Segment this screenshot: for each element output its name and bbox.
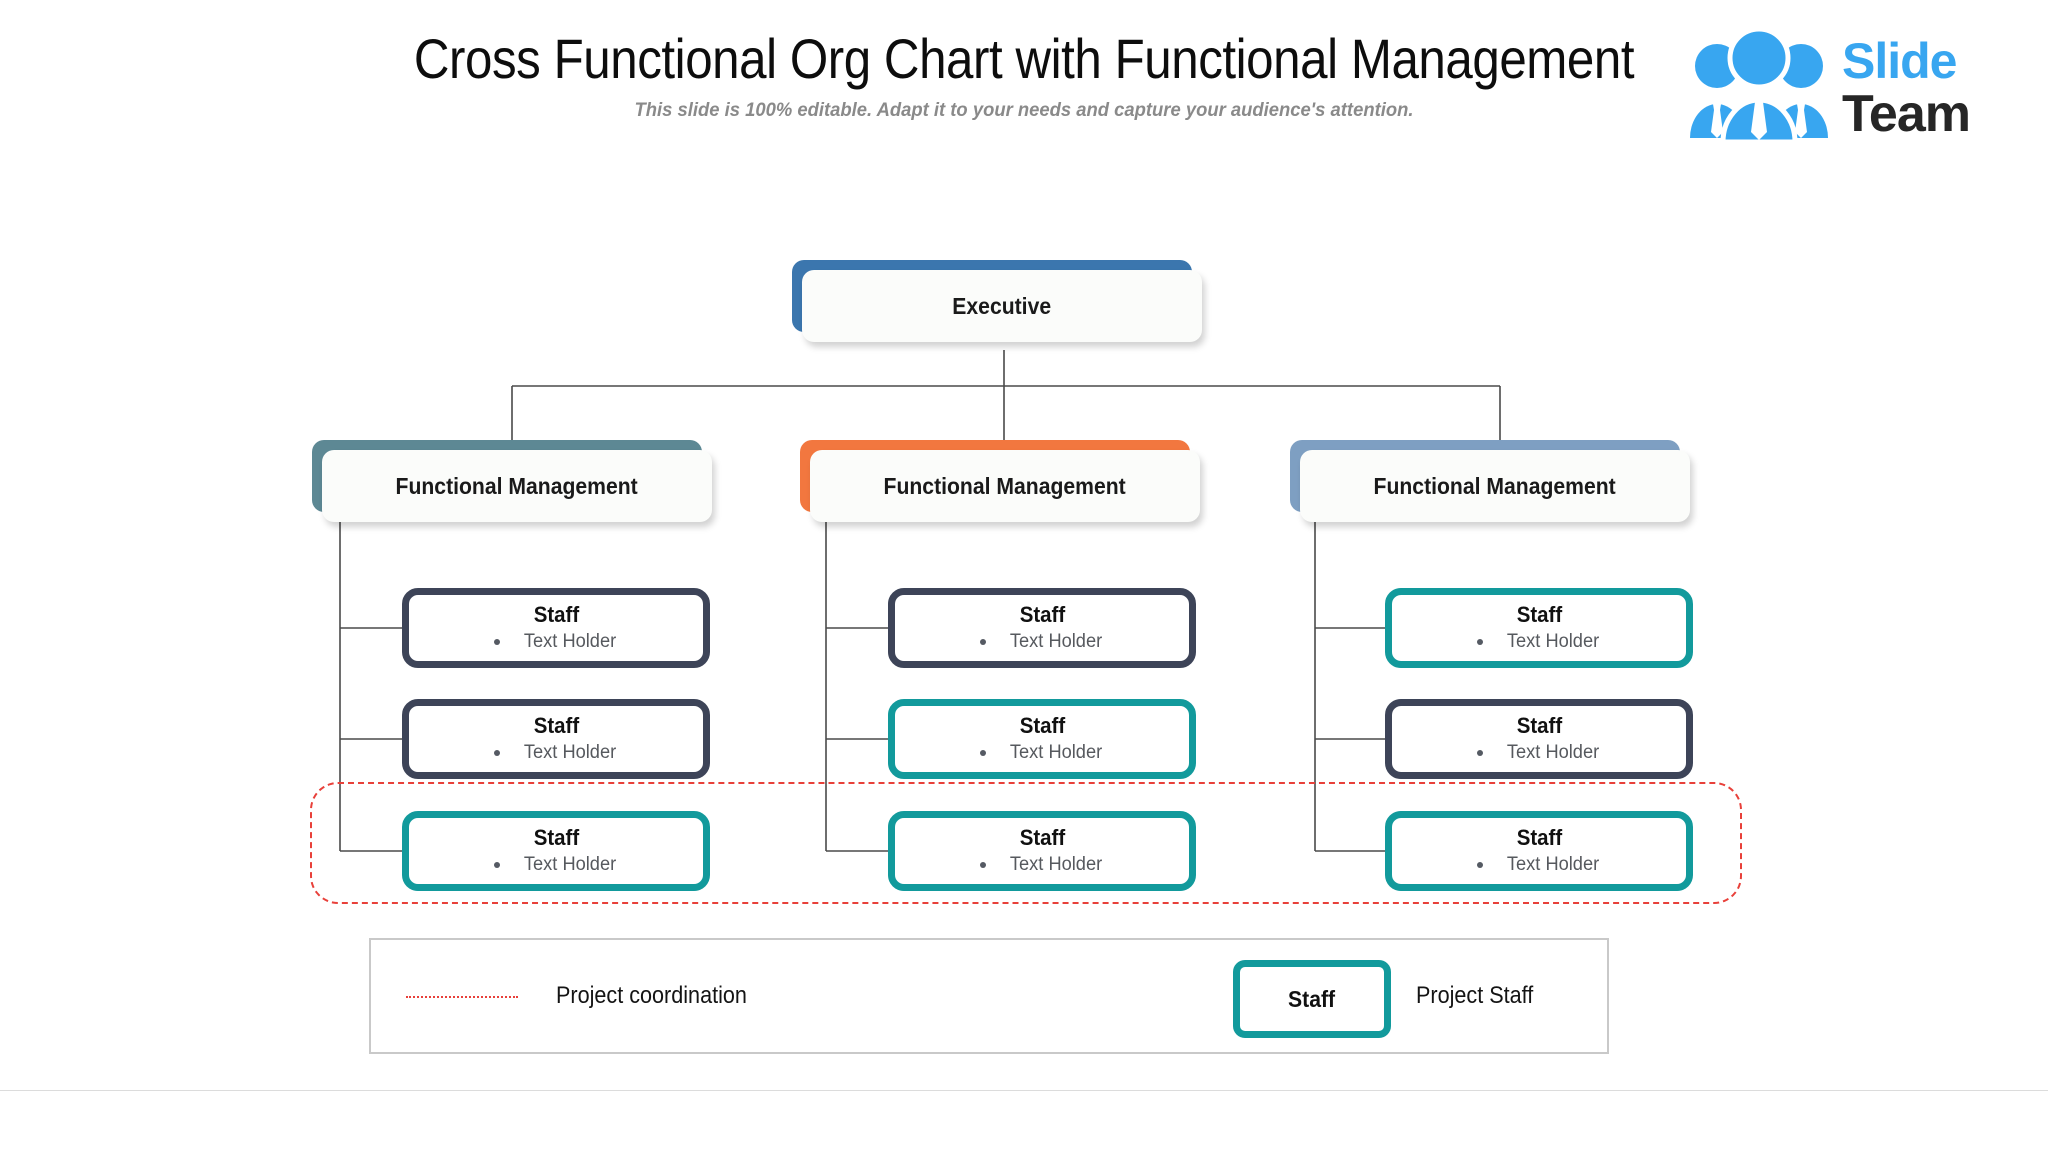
staff-subrow: Text Holder bbox=[1476, 631, 1601, 653]
node-functional-management-1[interactable]: Functional Management bbox=[312, 440, 712, 522]
bullet-icon bbox=[493, 750, 500, 757]
manager-3-card-face: Functional Management bbox=[1300, 450, 1690, 522]
legend-project-staff-label: Project Staff bbox=[1416, 982, 1534, 1009]
manager-2-label: Functional Management bbox=[883, 472, 1127, 499]
staff-card-c1-r2[interactable]: Staff Text Holder bbox=[402, 699, 710, 779]
manager-1-card-face: Functional Management bbox=[322, 450, 712, 522]
executive-label: Executive bbox=[952, 292, 1052, 319]
legend-staff-chip-label: Staff bbox=[1288, 985, 1336, 1012]
logo-text-slide: Slide bbox=[1842, 33, 1957, 89]
legend-staff-chip[interactable]: Staff bbox=[1233, 960, 1391, 1038]
legend-panel: Project coordination Staff Project Staff bbox=[369, 938, 1609, 1054]
page-subtitle: This slide is 100% editable. Adapt it to… bbox=[634, 100, 1414, 121]
staff-card-c3-r3[interactable]: Staff Text Holder bbox=[1385, 811, 1693, 891]
bullet-icon bbox=[979, 862, 986, 869]
legend-project-coordination-label: Project coordination bbox=[556, 982, 747, 1009]
bullet-icon bbox=[493, 639, 500, 646]
project-coordination-region bbox=[310, 782, 1742, 904]
staff-subrow: Text Holder bbox=[1476, 742, 1601, 764]
staff-subtitle: Text Holder bbox=[1506, 631, 1600, 653]
staff-card-c3-r1[interactable]: Staff Text Holder bbox=[1385, 588, 1693, 668]
bullet-icon bbox=[979, 639, 986, 646]
staff-title: Staff bbox=[1019, 601, 1065, 627]
staff-subtitle: Text Holder bbox=[1506, 742, 1600, 764]
manager-3-label: Functional Management bbox=[1373, 472, 1617, 499]
staff-title: Staff bbox=[1019, 712, 1065, 738]
slideteam-logo: Slide Team bbox=[1684, 16, 2034, 145]
staff-subtitle: Text Holder bbox=[1506, 854, 1600, 876]
project-coordination-line-sample bbox=[406, 996, 518, 998]
node-executive[interactable]: Executive bbox=[792, 260, 1202, 342]
staff-title: Staff bbox=[1516, 601, 1562, 627]
manager-1-label: Functional Management bbox=[395, 472, 639, 499]
staff-subrow: Text Holder bbox=[493, 854, 618, 876]
bullet-icon bbox=[979, 750, 986, 757]
staff-title: Staff bbox=[533, 824, 579, 850]
staff-subtitle: Text Holder bbox=[1009, 854, 1103, 876]
footer-divider bbox=[0, 1090, 2048, 1091]
staff-title: Staff bbox=[533, 601, 579, 627]
page-title: Cross Functional Org Chart with Function… bbox=[413, 27, 1635, 90]
staff-subrow: Text Holder bbox=[979, 631, 1104, 653]
staff-subrow: Text Holder bbox=[1476, 854, 1601, 876]
staff-subtitle: Text Holder bbox=[523, 854, 617, 876]
bullet-icon bbox=[493, 862, 500, 869]
staff-subrow: Text Holder bbox=[493, 631, 618, 653]
staff-card-c2-r3[interactable]: Staff Text Holder bbox=[888, 811, 1196, 891]
staff-title: Staff bbox=[533, 712, 579, 738]
node-functional-management-2[interactable]: Functional Management bbox=[800, 440, 1200, 522]
staff-title: Staff bbox=[1516, 824, 1562, 850]
staff-subtitle: Text Holder bbox=[1009, 742, 1103, 764]
staff-card-c1-r3[interactable]: Staff Text Holder bbox=[402, 811, 710, 891]
staff-title: Staff bbox=[1516, 712, 1562, 738]
slide-header: Cross Functional Org Chart with Function… bbox=[0, 0, 2048, 160]
staff-card-c2-r2[interactable]: Staff Text Holder bbox=[888, 699, 1196, 779]
staff-subrow: Text Holder bbox=[979, 854, 1104, 876]
node-functional-management-3[interactable]: Functional Management bbox=[1290, 440, 1690, 522]
staff-subrow: Text Holder bbox=[493, 742, 618, 764]
three-people-icon bbox=[1684, 22, 1834, 145]
staff-card-c3-r2[interactable]: Staff Text Holder bbox=[1385, 699, 1693, 779]
bullet-icon bbox=[1476, 750, 1483, 757]
staff-subtitle: Text Holder bbox=[523, 742, 617, 764]
staff-card-c1-r1[interactable]: Staff Text Holder bbox=[402, 588, 710, 668]
staff-card-c2-r1[interactable]: Staff Text Holder bbox=[888, 588, 1196, 668]
manager-2-card-face: Functional Management bbox=[810, 450, 1200, 522]
staff-title: Staff bbox=[1019, 824, 1065, 850]
staff-subtitle: Text Holder bbox=[1009, 631, 1103, 653]
bullet-icon bbox=[1476, 862, 1483, 869]
executive-card-face: Executive bbox=[802, 270, 1202, 342]
staff-subrow: Text Holder bbox=[979, 742, 1104, 764]
staff-subtitle: Text Holder bbox=[523, 631, 617, 653]
logo-text-team: Team bbox=[1842, 85, 1971, 143]
bullet-icon bbox=[1476, 639, 1483, 646]
